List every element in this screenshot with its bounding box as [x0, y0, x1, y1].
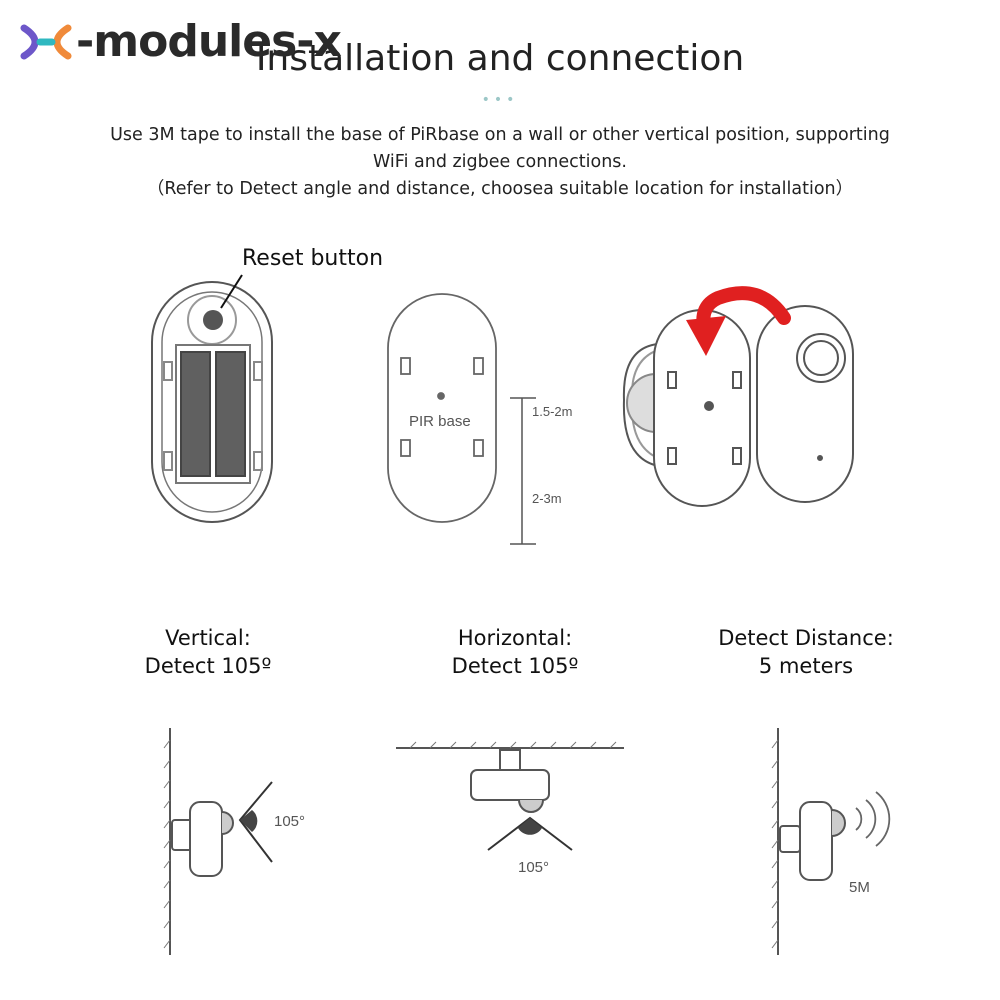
- description-line-1: Use 3M tape to install the base of PiRba…: [110, 125, 890, 145]
- battery-right-icon: [215, 351, 246, 477]
- height-lower-label: 2-3m: [532, 491, 562, 506]
- page-title: Installation and connection: [255, 38, 745, 79]
- horizontal-angle-label: 105°: [518, 859, 549, 876]
- description-line-3: （Refer to Detect angle and distance, cho…: [146, 179, 854, 199]
- vertical-detection-illustration: [163, 728, 273, 955]
- distance-detect-line-1: Detect Distance:: [718, 626, 894, 650]
- vertical-detect-label: Vertical: Detect 105º: [78, 624, 338, 680]
- pir-base-illustration: [387, 293, 497, 523]
- vertical-angle-label: 105°: [274, 813, 305, 830]
- horizontal-detect-line-1: Horizontal:: [457, 626, 573, 650]
- horizontal-detection-illustration: [396, 741, 624, 851]
- decorative-dots: •••: [481, 92, 519, 108]
- brand-logo-text: -modules-x: [76, 16, 342, 67]
- signal-waves-icon: [855, 791, 891, 847]
- description-line-2: WiFi and zigbee connections.: [373, 152, 627, 172]
- reset-button-icon: [203, 310, 223, 330]
- brand-mark-icon: [20, 24, 72, 60]
- brand-logo: -modules-x: [20, 14, 342, 70]
- vertical-detect-line-1: Vertical:: [165, 626, 251, 650]
- assembly-illustration: [622, 305, 854, 507]
- distance-detect-label: Detect Distance: 5 meters: [676, 624, 936, 680]
- pir-base-label: PIR base: [409, 413, 471, 430]
- reset-button-label: Reset button: [242, 246, 384, 271]
- distance-value-label: 5M: [849, 879, 870, 896]
- rotate-arrow-icon: [686, 286, 791, 356]
- vertical-detect-line-2: Detect 105º: [144, 654, 272, 678]
- height-upper-label: 1.5-2m: [532, 404, 572, 419]
- device-back-illustration: [151, 274, 273, 523]
- horizontal-detect-label: Horizontal: Detect 105º: [385, 624, 645, 680]
- distance-detection-illustration: [771, 728, 891, 955]
- height-scale: [510, 397, 536, 545]
- battery-left-icon: [180, 351, 211, 477]
- horizontal-detect-line-2: Detect 105º: [451, 654, 579, 678]
- distance-detect-line-2: 5 meters: [758, 654, 854, 678]
